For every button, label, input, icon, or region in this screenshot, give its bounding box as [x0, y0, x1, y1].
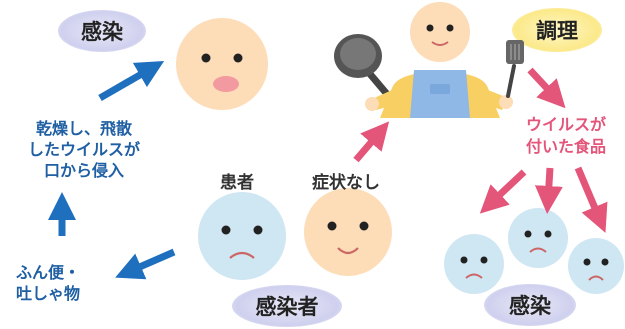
- cooking-label-text: 調理: [536, 19, 578, 43]
- airborne-text-line3: 口から侵入: [43, 161, 124, 180]
- airborne-text-line1: 乾燥し、飛散: [35, 119, 132, 138]
- asymptomatic-face: [304, 188, 392, 276]
- sick-face-2: [508, 208, 568, 268]
- patient-face: [198, 192, 286, 280]
- infection-label-top: 感染: [58, 10, 146, 52]
- airborne-text: 乾燥し、飛散 したウイルスが 口から侵入: [6, 118, 162, 181]
- arrow-food-to-face-3: [574, 166, 608, 233]
- arrow-cook-to-food: [527, 67, 566, 109]
- cooking-label: 調理: [512, 8, 602, 52]
- infected-person-label: 感染者: [232, 285, 342, 327]
- feces-text-line2: 吐しゃ物: [16, 284, 81, 303]
- sick-face-3: [568, 238, 624, 294]
- asymptomatic-label: 症状なし: [312, 173, 380, 193]
- food-text-line1: ウイルスが: [525, 115, 606, 134]
- food-text-line2: 付いた食品: [525, 137, 606, 156]
- cook-figure: [334, 2, 524, 118]
- arrow-food-to-face-2: [534, 167, 563, 214]
- frying-pan-icon: [334, 34, 396, 104]
- food-text: ウイルスが 付いた食品: [512, 114, 620, 158]
- arrow-food-to-face-1: [479, 169, 527, 214]
- arrow-airborne-to-infection: [98, 61, 165, 102]
- infection-label-bottom: 感染: [484, 284, 576, 326]
- arrow-asymptomatic-to-cook: [353, 121, 390, 163]
- arrow-patient-to-feces: [115, 248, 176, 280]
- feces-text-line1: ふん便・: [16, 263, 81, 282]
- infected-face-top: [176, 18, 268, 110]
- spatula-icon: [506, 40, 524, 98]
- infection-label-bottom-text: 感染: [509, 294, 551, 318]
- feces-text: ふん便・ 吐しゃ物: [16, 262, 112, 304]
- airborne-text-line2: したウイルスが: [27, 140, 140, 159]
- patient-label: 患者: [220, 173, 254, 193]
- infected-person-label-text: 感染者: [255, 295, 319, 319]
- sick-face-1: [444, 234, 504, 294]
- infection-label-top-text: 感染: [81, 20, 123, 44]
